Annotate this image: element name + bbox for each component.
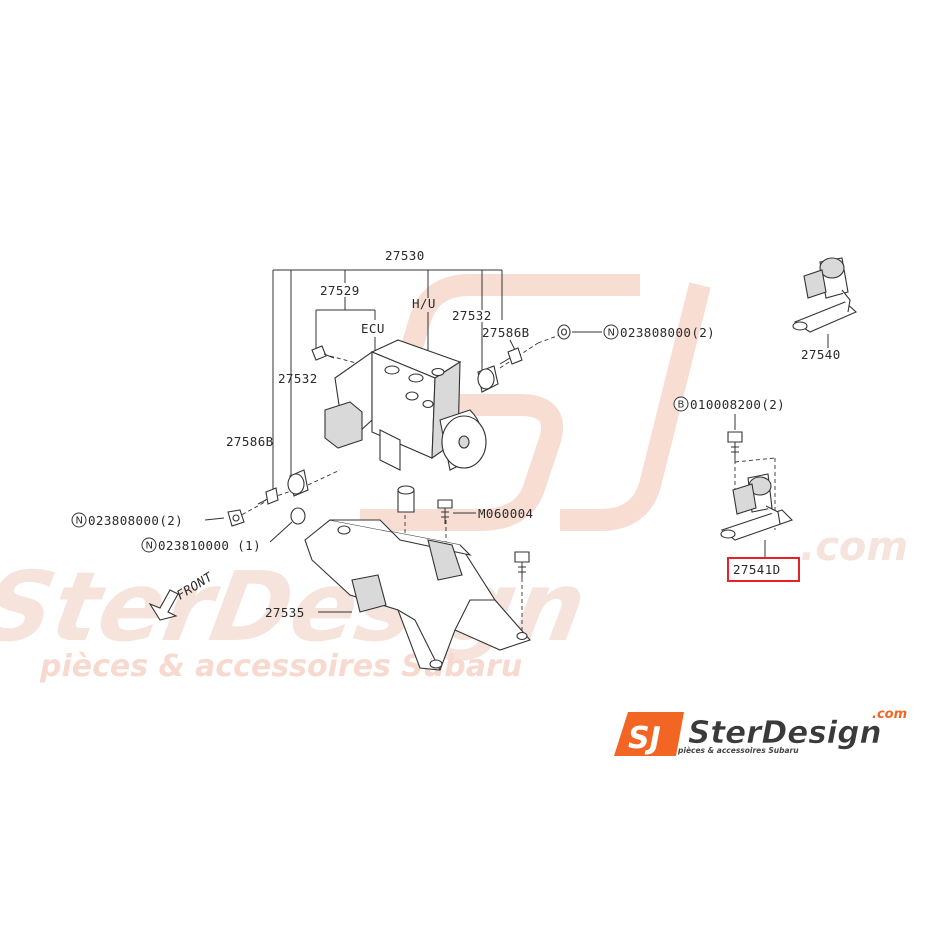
logo-tagline: pièces & accessoires Subaru xyxy=(677,746,799,755)
watermark-tagline: pièces & accessoires Subaru xyxy=(39,649,522,684)
hydraulic-unit xyxy=(324,339,487,471)
label-bolt-m: M060004 xyxy=(478,506,533,521)
logo-monogram: SJ xyxy=(614,712,684,756)
label-hu: H/U xyxy=(412,296,436,311)
part-labels: 27530 27529 H/U ECU 27532 27586B 27532 2… xyxy=(71,248,841,620)
n-circle-left xyxy=(71,512,87,528)
n-circle-washer xyxy=(141,537,157,553)
logo-monogram-text: SJ xyxy=(628,721,661,756)
n-circle-right xyxy=(603,324,619,340)
n-mark-left: N xyxy=(76,516,83,527)
b-circle xyxy=(673,396,689,412)
label-spacer-left: 27586B xyxy=(226,434,274,449)
bracket xyxy=(304,519,531,671)
label-bush-left: 27532 xyxy=(278,371,318,386)
label-spacer-right: 27586B xyxy=(482,325,530,340)
bushes xyxy=(287,365,499,525)
label-bush-right: 27532 xyxy=(452,308,492,323)
n-mark-right: N xyxy=(608,328,615,339)
highlight-box xyxy=(727,557,800,582)
label-nut-right: 023808000(2) xyxy=(620,325,715,340)
label-nut-left: 023808000(2) xyxy=(88,513,183,528)
watermark-domain: .com xyxy=(800,524,908,570)
label-sensor-top: 27540 xyxy=(801,347,841,362)
b-mark: B xyxy=(678,400,685,411)
label-ecu-group: 27529 xyxy=(320,283,360,298)
label-bracket: 27535 xyxy=(265,605,305,620)
label-washer-left: 023810000 (1) xyxy=(158,538,261,553)
label-bolt-b: 010008200(2) xyxy=(690,397,785,412)
sensor-27541d xyxy=(720,431,794,541)
label-ecu: ECU xyxy=(361,321,385,336)
sensor-27540 xyxy=(792,257,857,333)
fasteners xyxy=(227,324,571,578)
label-sensor-highlight: 27541D xyxy=(733,562,781,577)
watermark-monogram xyxy=(360,274,711,531)
n-mark-washer: N xyxy=(146,541,153,552)
logo-domain: .com xyxy=(872,707,907,722)
logo-brand: SterDesign xyxy=(688,715,882,751)
brand-logo: SJ SterDesign .com pièces & accessoires … xyxy=(614,707,907,756)
label-main-unit: 27530 xyxy=(385,248,425,263)
